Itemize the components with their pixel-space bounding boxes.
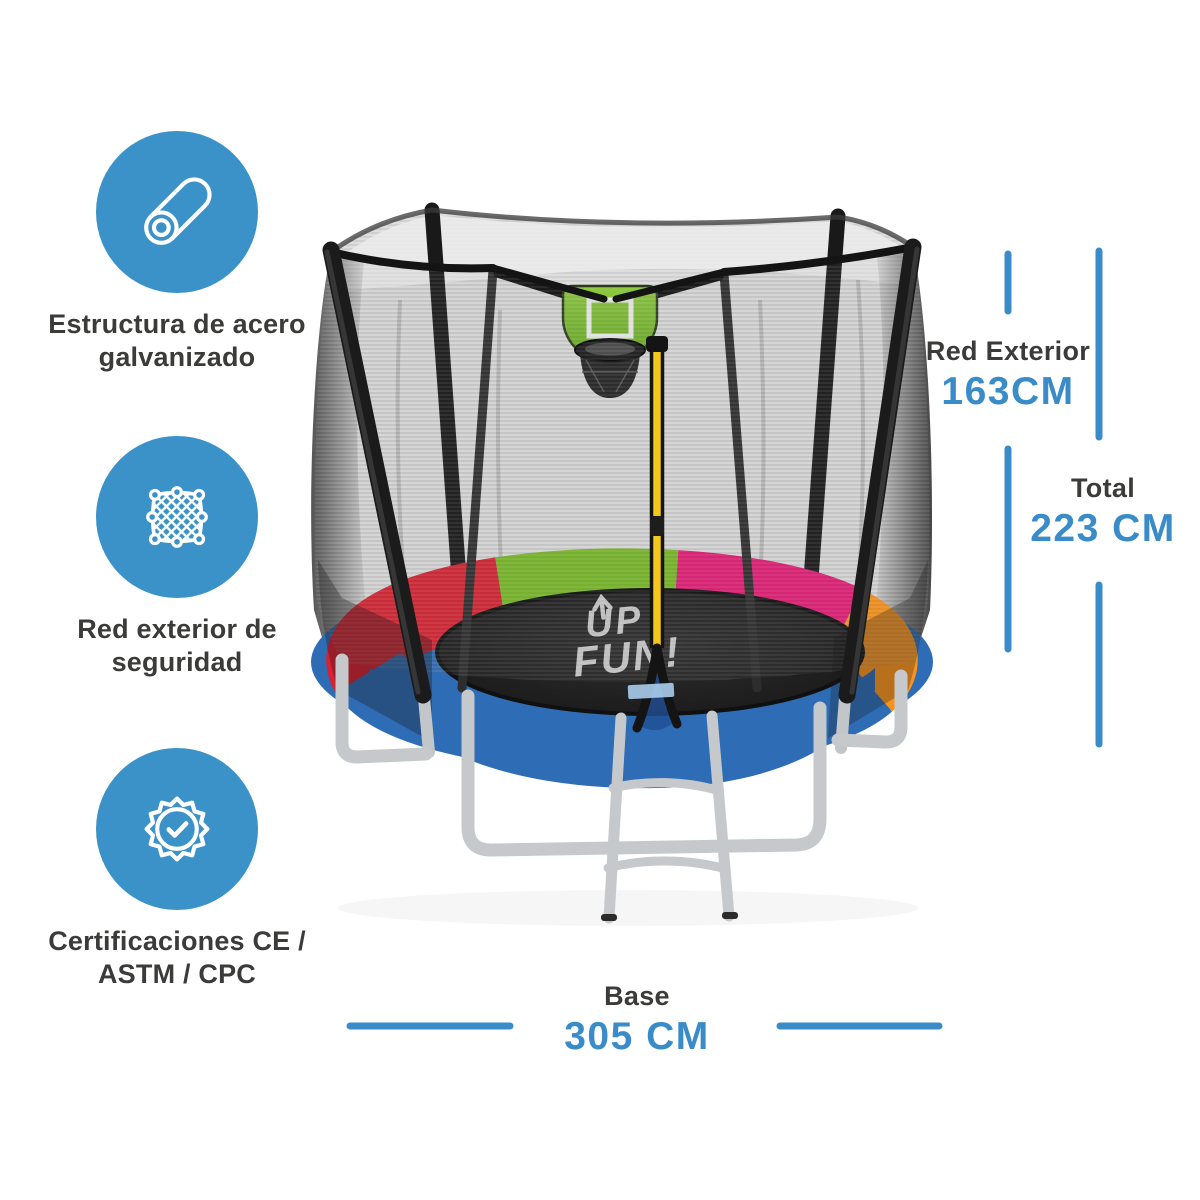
safety-net-icon [146, 486, 208, 548]
net-zipper [632, 336, 682, 733]
dimension-lines [346, 247, 1103, 1030]
feature-steel-structure: Estructura de acero galvanizado [37, 131, 317, 375]
zipper-top-cap [646, 336, 668, 352]
steel-tube-icon [144, 177, 212, 245]
feature-label: Certificaciones CE / ASTM / CPC [48, 926, 306, 990]
ladder [601, 710, 738, 924]
dimension-net-height: Red Exterior 163CM [883, 336, 1133, 414]
dimension-label: Total [1071, 473, 1135, 503]
dimension-value: 163CM [941, 370, 1075, 413]
dimension-label: Red Exterior [925, 336, 1091, 366]
feature-label: Red exterior de seguridad [77, 614, 277, 678]
dimension-total-height: Total 223 CM [978, 473, 1200, 551]
net-top-front-trim [327, 243, 917, 303]
front-net-veil [314, 247, 930, 742]
feature-safety-net: Red exterior de seguridad [37, 436, 317, 680]
certification-badge-icon [144, 796, 210, 862]
dimension-value: 223 CM [1030, 507, 1176, 550]
feature-icon-circle [96, 131, 258, 293]
dimension-base-width: Base 305 CM [512, 981, 762, 1059]
feature-icon-circle [96, 436, 258, 598]
outer-enclosure-poles [322, 238, 922, 758]
ground-shadow [338, 890, 918, 926]
net-top-back-trim [329, 207, 915, 255]
feature-certifications: Certificaciones CE / ASTM / CPC [37, 748, 317, 992]
dimension-label: Base [604, 981, 670, 1011]
dimension-value: 305 CM [564, 1015, 710, 1058]
feature-label: Estructura de acero galvanizado [48, 309, 306, 373]
steel-legs [335, 653, 908, 857]
ladder-foot [722, 912, 738, 919]
zipper-pull [650, 516, 664, 536]
ladder-foot [601, 914, 617, 921]
feature-icon-circle [96, 748, 258, 910]
pad-label-patch [627, 682, 675, 700]
